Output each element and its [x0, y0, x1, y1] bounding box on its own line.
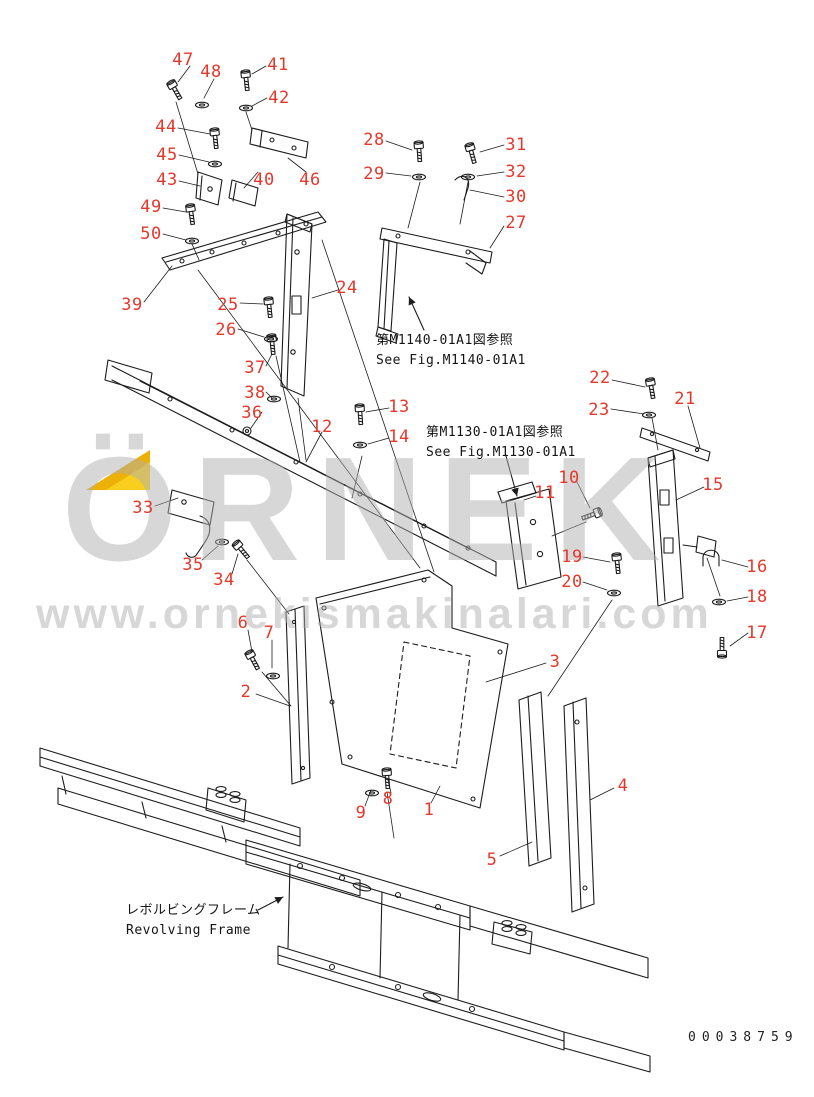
part-callout-40: 40	[253, 170, 275, 190]
part-callout-12: 12	[311, 417, 333, 437]
part-12-rail	[104, 359, 497, 577]
part-callout-7: 7	[263, 623, 275, 643]
part-callout-15: 15	[702, 475, 724, 495]
part-callout-9: 9	[355, 803, 367, 823]
part-46-plate	[249, 127, 309, 159]
part-callout-37: 37	[244, 358, 266, 378]
part-callout-48: 48	[200, 62, 222, 82]
part-callout-1: 1	[423, 800, 435, 820]
part-callout-24: 24	[336, 278, 358, 298]
part-11-bracket	[497, 481, 562, 590]
part-43-bracket	[195, 171, 223, 206]
part-callout-45: 45	[156, 145, 178, 165]
doc-number: 00038759	[688, 1030, 799, 1045]
part-callout-41: 41	[267, 55, 289, 75]
part-callout-5: 5	[486, 850, 498, 870]
part-callout-39: 39	[121, 295, 143, 315]
part-callout-8: 8	[382, 789, 394, 809]
part-2-strip	[285, 605, 311, 785]
part-24-post	[280, 213, 313, 397]
part-callout-47: 47	[172, 50, 194, 70]
part-27-bracket	[375, 227, 493, 344]
part-callout-27: 27	[505, 213, 527, 233]
part-4-strip	[563, 697, 595, 913]
part-callout-49: 49	[140, 197, 162, 217]
part-callout-36: 36	[241, 403, 263, 423]
part-callout-31: 31	[505, 135, 527, 155]
part-callout-20: 20	[561, 572, 583, 592]
part-callout-33: 33	[132, 498, 154, 518]
part-40-bracket	[228, 179, 259, 207]
part-callout-46: 46	[299, 170, 321, 190]
part-1-panel	[315, 569, 509, 809]
part-callout-35: 35	[182, 555, 204, 575]
part-callout-34: 34	[213, 570, 235, 590]
part-callout-43: 43	[156, 170, 178, 190]
part-21-strip	[639, 427, 711, 462]
part-callout-44: 44	[155, 117, 177, 137]
part-callout-13: 13	[388, 397, 410, 417]
part-callout-22: 22	[589, 368, 611, 388]
part-callout-10: 10	[558, 468, 580, 488]
part-callout-25: 25	[217, 295, 239, 315]
leader-lines	[143, 65, 749, 857]
part-callout-28: 28	[363, 130, 385, 150]
part-callout-6: 6	[237, 613, 249, 633]
revolving-frame	[39, 747, 651, 1073]
part-callout-21: 21	[674, 389, 696, 409]
part-callout-26: 26	[215, 320, 237, 340]
part-callout-30: 30	[505, 187, 527, 207]
fasteners	[165, 68, 728, 797]
alignment-lines	[175, 101, 721, 839]
part-callout-42: 42	[268, 88, 290, 108]
part-15-post	[647, 449, 717, 607]
part-callout-3: 3	[549, 652, 561, 672]
part-callout-32: 32	[505, 162, 527, 182]
part-callout-19: 19	[561, 547, 583, 567]
part-callout-23: 23	[588, 400, 610, 420]
part-39-plate	[161, 211, 327, 271]
part-callout-17: 17	[746, 623, 768, 643]
part-callout-18: 18	[746, 587, 768, 607]
part-callout-16: 16	[746, 557, 768, 577]
part-5-strip	[518, 691, 552, 867]
part-callout-2: 2	[240, 682, 252, 702]
part-callout-50: 50	[140, 224, 162, 244]
part-callout-4: 4	[617, 776, 629, 796]
reference-arrows	[257, 296, 519, 911]
part-callout-11: 11	[534, 483, 556, 503]
part-callout-38: 38	[244, 383, 266, 403]
part-33-bracket	[167, 489, 215, 558]
part-callout-14: 14	[388, 427, 410, 447]
part-callout-29: 29	[363, 164, 385, 184]
